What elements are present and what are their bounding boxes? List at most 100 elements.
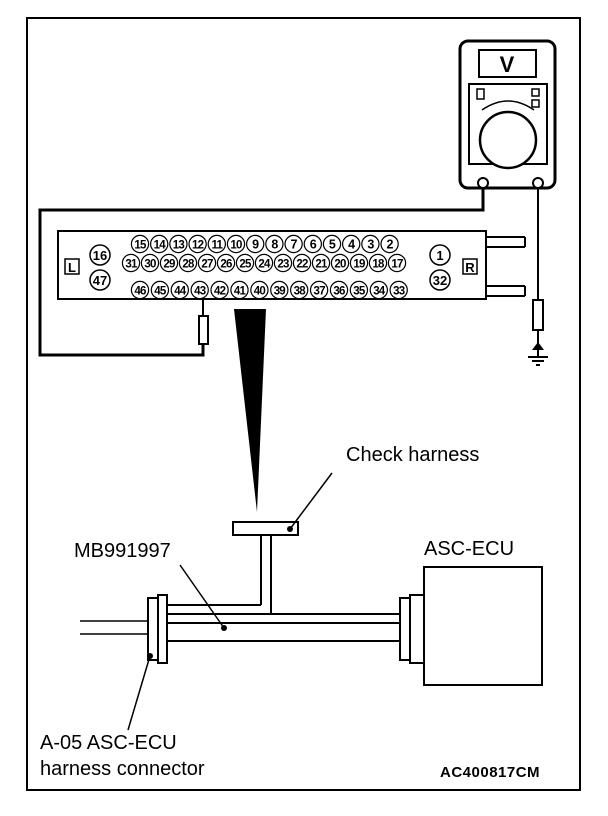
pin-44	[170, 280, 189, 300]
pin-label-21: 21	[315, 259, 328, 271]
pin-33	[389, 280, 408, 300]
ecu-label: ASC-ECU	[424, 538, 515, 560]
pin-label-42: 42	[214, 286, 226, 298]
pin-23	[273, 253, 293, 273]
ecu-unit	[399, 566, 543, 686]
pin-12	[188, 234, 207, 254]
pin-41	[230, 280, 249, 300]
pin-29	[159, 253, 179, 273]
pin-label-38: 38	[294, 286, 307, 298]
pin-5	[322, 234, 342, 254]
pin-2	[380, 234, 399, 254]
connector-marker-left: L	[68, 260, 76, 275]
voltmeter-symbol: V	[500, 52, 515, 77]
pin-label-18: 18	[372, 259, 385, 271]
pin-31	[121, 253, 141, 273]
pin-9	[245, 234, 265, 254]
check-harness-label: Check harness	[346, 444, 480, 466]
pin-label-40: 40	[254, 286, 266, 298]
pin-7	[284, 234, 303, 254]
frame-border	[26, 17, 581, 791]
svg-text:47: 47	[93, 273, 107, 288]
voltmeter: V	[458, 39, 557, 190]
pin-label-6: 6	[310, 238, 317, 252]
pin-label-39: 39	[274, 286, 286, 298]
check-harness-leader	[289, 472, 333, 530]
probe-wire-positive	[38, 188, 485, 357]
pin-21	[311, 253, 331, 273]
pin-label-7: 7	[291, 238, 298, 252]
figure-code: AC400817CM	[440, 764, 541, 781]
voltmeter-dial	[478, 110, 538, 170]
pin-label-24: 24	[258, 259, 271, 271]
pin-label-35: 35	[353, 286, 366, 298]
pin-11	[207, 234, 226, 254]
pin-label-26: 26	[220, 259, 232, 271]
pin-26	[216, 253, 236, 273]
pin-label-33: 33	[393, 286, 405, 298]
pin-label-11: 11	[212, 240, 224, 252]
pin-35	[349, 280, 369, 300]
pin-label-14: 14	[154, 240, 167, 252]
pin-label-23: 23	[277, 259, 289, 271]
special-tool-label: MB991997	[74, 540, 171, 562]
pin-label-34: 34	[373, 286, 386, 298]
harness-connector-left	[147, 594, 168, 664]
pin-34	[369, 280, 388, 300]
pin-label-44: 44	[174, 286, 187, 298]
pin-label-27: 27	[201, 259, 213, 271]
pin-46	[130, 280, 150, 300]
pin-label-3: 3	[367, 238, 374, 252]
special-tool-leader	[179, 564, 225, 629]
pin-30	[140, 253, 160, 273]
pin-label-25: 25	[239, 259, 252, 271]
pin-43	[190, 280, 209, 300]
pin-label-9: 9	[252, 238, 259, 252]
connector-marker-right: R	[465, 260, 475, 275]
pin-label-31: 31	[125, 259, 138, 271]
pin-label-30: 30	[144, 259, 156, 271]
pin-15	[130, 234, 150, 254]
svg-text:1: 1	[436, 248, 443, 263]
voltmeter-display	[478, 49, 537, 78]
pin-label-43: 43	[194, 286, 206, 298]
pin-18	[368, 253, 388, 273]
harness-connector-label-line1: A-05 ASC-ECU	[40, 732, 177, 754]
pin-label-46: 46	[134, 286, 146, 298]
pin-3	[361, 234, 380, 254]
check-harness-bar	[232, 521, 299, 536]
pin-20	[330, 253, 350, 273]
pin-40	[250, 280, 269, 300]
pin-label-45: 45	[154, 286, 167, 298]
pin-16: 16	[89, 244, 111, 266]
pin-label-5: 5	[329, 238, 336, 252]
pin-25	[235, 253, 255, 273]
pin-label-29: 29	[163, 259, 175, 271]
pin-42	[210, 280, 229, 300]
pin-39	[270, 280, 289, 300]
pin-label-19: 19	[353, 259, 365, 271]
pin-label-13: 13	[173, 240, 185, 252]
pin-17	[387, 253, 407, 273]
voltmeter-terminal-left	[477, 177, 489, 189]
svg-text:16: 16	[93, 248, 107, 263]
ecu-box	[423, 566, 543, 686]
pin-19	[349, 253, 369, 273]
pin-45	[150, 280, 170, 300]
pin-24	[254, 253, 274, 273]
pin-4	[342, 234, 361, 254]
pin-38	[290, 280, 309, 300]
pin-label-2: 2	[387, 238, 394, 252]
pin-label-28: 28	[182, 259, 195, 271]
pin-1: 1	[429, 244, 451, 266]
harness-connector-label-line2: harness connector	[40, 758, 205, 780]
pin-47: 47	[89, 269, 111, 291]
ground-lead	[532, 188, 544, 350]
pin-37	[309, 280, 329, 300]
pin-label-20: 20	[334, 259, 346, 271]
